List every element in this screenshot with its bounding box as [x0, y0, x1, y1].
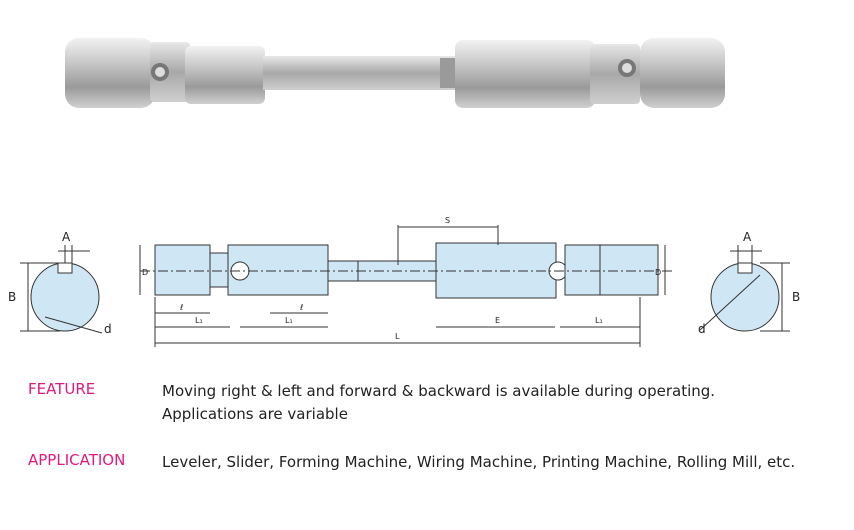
- dim-B-left: B: [8, 290, 16, 304]
- dim-d-left: d: [104, 322, 112, 336]
- dim-E: E: [495, 316, 500, 325]
- universal-joint-photo: [65, 38, 725, 108]
- dim-L1-1: L₁: [195, 316, 203, 325]
- dim-D-right: D: [655, 268, 661, 277]
- feature-label: FEATURE: [28, 380, 96, 398]
- feature-text: Moving right & left and forward & backwa…: [162, 382, 716, 423]
- dim-S: S: [445, 216, 450, 225]
- dim-l-2: ℓ: [299, 303, 303, 312]
- dim-d-right: d: [698, 322, 706, 336]
- dim-L1-3: L₁: [595, 316, 603, 325]
- dim-L1-2: L₁: [285, 316, 293, 325]
- dim-L: L: [395, 332, 400, 341]
- dim-l-1: ℓ: [179, 303, 183, 312]
- application-text: Leveler, Slider, Forming Machine, Wiring…: [162, 453, 796, 471]
- dim-D-left: D: [142, 268, 148, 277]
- technical-drawing: A B d D ℓ L₁ L₁ ℓ L S E L₁ D A B d: [8, 216, 800, 347]
- dim-A-right: A: [743, 230, 752, 244]
- dim-A-left: A: [62, 230, 71, 244]
- application-label: APPLICATION: [28, 451, 126, 469]
- dim-B-right: B: [792, 290, 800, 304]
